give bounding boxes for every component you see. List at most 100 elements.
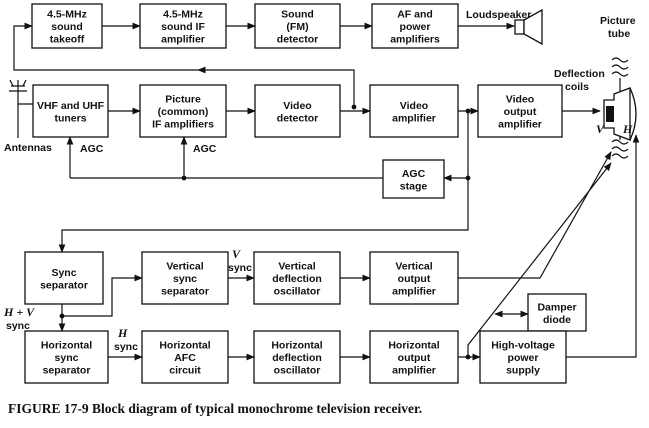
block-label-line: (common)	[158, 106, 209, 118]
block-label-line: amplifiers	[390, 34, 440, 46]
block-label-line: deflection	[272, 352, 322, 364]
block-label-line: Damper	[537, 301, 576, 313]
figure-caption: FIGURE 17-9 Block diagram of typical mon…	[8, 401, 423, 416]
block-label-line: VHF and UHF	[37, 100, 105, 112]
block-box	[369, 84, 459, 138]
block-label-line: output	[398, 352, 431, 364]
block-box	[479, 330, 567, 384]
block-label-line: amplifier	[392, 365, 436, 377]
signal-wires	[13, 22, 640, 361]
picture-tube-label-line1: Picture	[600, 15, 636, 27]
block-box	[371, 3, 459, 49]
block-label-line: separator	[43, 365, 91, 377]
block-label-line: IF amplifiers	[152, 119, 214, 131]
block-label-line: output	[504, 106, 537, 118]
block-label-line: stage	[400, 180, 428, 192]
hv-sync-word-label: sync	[6, 320, 30, 332]
block-label-line: (FM)	[286, 21, 308, 33]
block-box	[477, 84, 563, 138]
block-label-line: detector	[277, 34, 318, 46]
block-box	[369, 330, 459, 384]
deflection-coils-icon	[611, 57, 629, 159]
block-label-line: High-voltage	[491, 340, 555, 352]
block-box	[141, 251, 229, 305]
block-box	[139, 3, 227, 49]
block-label-line: 4.5-MHz	[47, 9, 87, 21]
block-box	[527, 293, 587, 332]
block-box	[31, 3, 103, 49]
v-coil-label: V	[596, 122, 605, 136]
block-label-line: AF and	[397, 9, 433, 21]
block-label-line: Video	[400, 100, 428, 112]
hv-sync-italic-label: H + V	[3, 305, 35, 319]
block-label-line: amplifier	[498, 119, 542, 131]
deflection-coils-label-line2: coils	[565, 81, 589, 93]
block-label-line: separator	[40, 279, 88, 291]
block-label-line: AGC	[402, 168, 426, 180]
h-sync-italic-label: H	[117, 326, 128, 340]
block-label-line: tuners	[54, 112, 86, 124]
block-box	[24, 251, 104, 305]
block-label-line: circuit	[169, 365, 201, 377]
block-label-line: Sync	[51, 267, 76, 279]
antenna-icon	[9, 79, 27, 92]
block-label-line: detector	[277, 112, 318, 124]
block-fm-detector: Sound(FM)detector	[254, 3, 341, 49]
block-box	[369, 251, 459, 305]
v-sync-word-label: sync	[228, 262, 252, 274]
block-label-line: Sound	[281, 9, 314, 21]
agc-tuners-label: AGC	[80, 143, 104, 155]
block-label-line: sync	[55, 352, 79, 364]
block-label-line: deflection	[272, 273, 322, 285]
block-box	[141, 330, 229, 384]
block-label-line: sound	[51, 21, 83, 33]
block-label-line: Vertical	[166, 261, 203, 273]
block-label-line: Horizontal	[388, 340, 439, 352]
block-box	[32, 84, 109, 138]
block-label-line: Vertical	[278, 261, 315, 273]
block-label-line: oscillator	[274, 286, 321, 298]
loudspeaker-label: Loudspeaker	[466, 9, 531, 21]
block-label-line: sound IF	[161, 21, 205, 33]
block-picture-if-amplifiers: Picture(common)IF amplifiers	[139, 84, 227, 138]
block-label-line: Video	[506, 94, 534, 106]
agc-if-label: AGC	[193, 143, 217, 155]
block-label-line: power	[400, 21, 431, 33]
block-label-line: amplifier	[161, 34, 205, 46]
block-box	[139, 84, 227, 138]
block-label-line: supply	[506, 365, 540, 377]
block-label-line: Horizontal	[159, 340, 210, 352]
block-label-line: power	[508, 352, 539, 364]
block-label-line: output	[398, 273, 431, 285]
block-box	[24, 330, 109, 384]
block-label-line: Horizontal	[41, 340, 92, 352]
block-label-line: amplifier	[392, 112, 436, 124]
block-label-line: Picture	[165, 94, 201, 106]
v-sync-italic-label: V	[232, 247, 241, 261]
block-box	[382, 159, 445, 199]
block-label-line: Video	[283, 100, 311, 112]
picture-tube-icon	[603, 87, 637, 141]
block-box	[254, 84, 341, 138]
block-label-line: oscillator	[274, 365, 321, 377]
deflection-coils-label-line1: Deflection	[554, 68, 605, 80]
block-label-line: 4.5-MHz	[163, 9, 203, 21]
